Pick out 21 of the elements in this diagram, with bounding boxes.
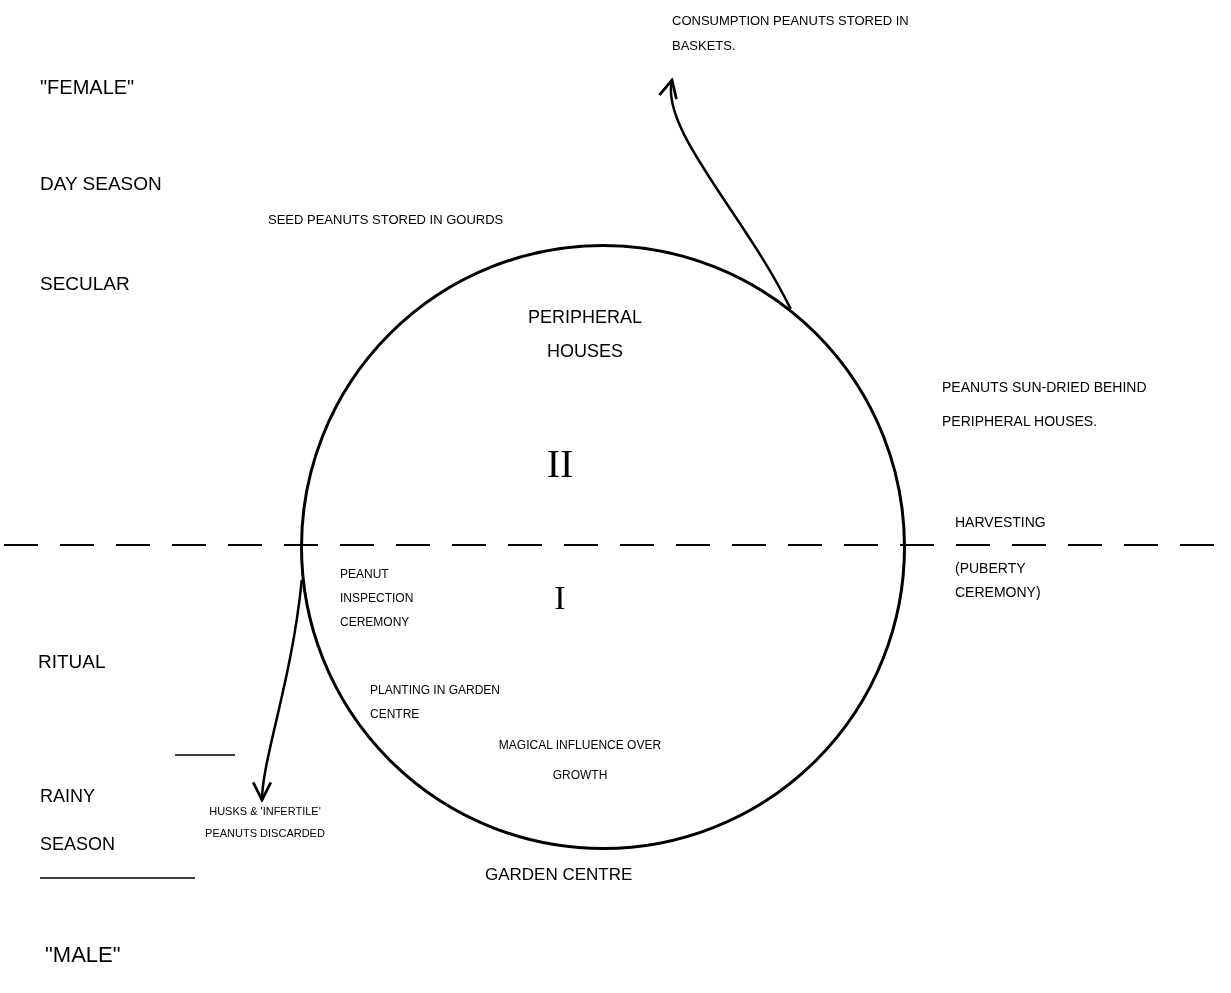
region-label: PLANTING IN GARDEN CENTRE: [370, 682, 502, 723]
annotation-text: (PUBERTY CEREMONY): [955, 559, 1042, 602]
annotation-text: SEED PEANUTS STORED IN GOURDS: [268, 211, 505, 229]
annotation-text: PEANUTS SUN-DRIED BEHIND PERIPHERAL HOUSES.: [942, 378, 1148, 431]
annotation-text: HARVESTING: [955, 513, 1047, 532]
curved-arrow: [660, 78, 792, 310]
region-label: MAGICAL INFLUENCE OVER GROWTH: [497, 737, 663, 784]
annotation-text: RAINY SEASON: [40, 785, 117, 856]
annotation-text: RITUAL: [38, 650, 107, 674]
note-text: CONSUMPTION PEANUTS STORED IN BASKETS.: [672, 8, 962, 58]
annotation-text: DAY SEASON: [40, 172, 163, 196]
curved-arrow: [252, 579, 304, 802]
roman-numeral: I: [553, 578, 567, 618]
note-text: HUSKS & 'INFERTILE' PEANUTS DISCARDED: [200, 800, 330, 844]
annotation-text: "FEMALE": [40, 75, 136, 100]
annotation-text: SECULAR: [40, 272, 131, 296]
region-label: PERIPHERAL HOUSES: [526, 306, 643, 363]
roman-numeral: II: [545, 440, 575, 488]
region-label: PEANUT INSPECTION CEREMONY: [340, 566, 415, 631]
annotation-text: "MALE": [45, 941, 122, 969]
circle-caption: GARDEN CENTRE: [485, 864, 634, 886]
